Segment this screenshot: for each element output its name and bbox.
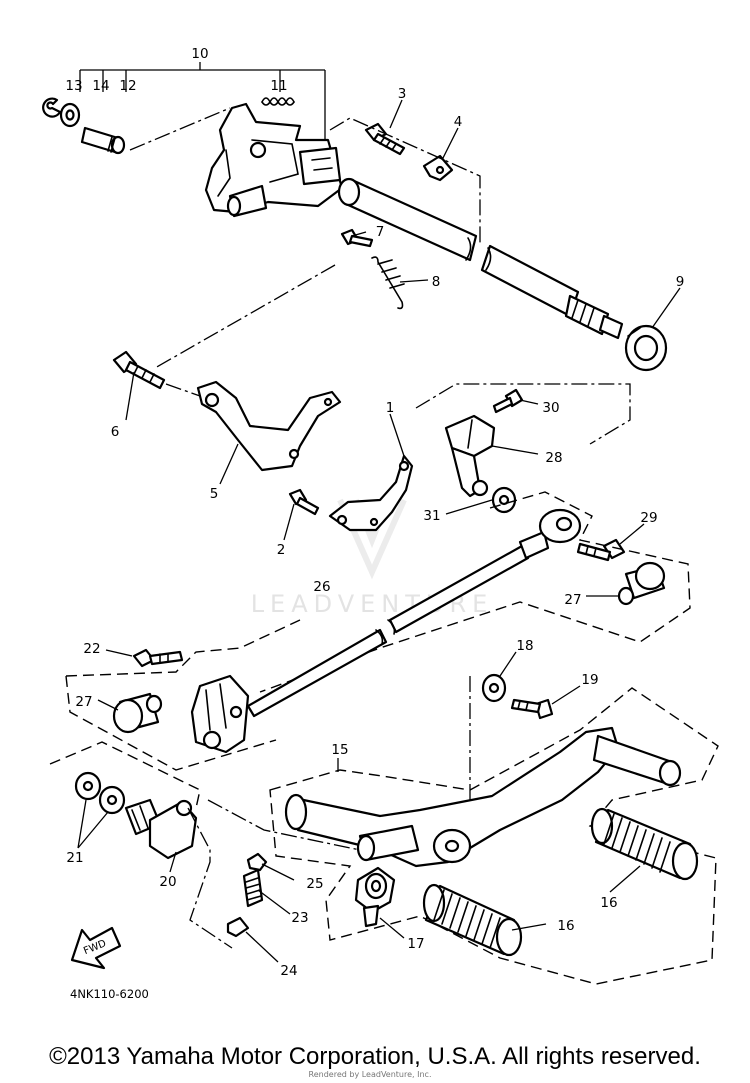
leader-12 bbox=[129, 107, 231, 151]
callout-25: 25 bbox=[306, 876, 323, 892]
callout-29: 29 bbox=[640, 510, 657, 526]
callout-16-right: 16 bbox=[600, 895, 617, 911]
bolt-19 bbox=[510, 698, 554, 720]
adjuster-bolt-23 bbox=[242, 868, 264, 908]
callout-27-right: 27 bbox=[564, 592, 581, 608]
pedal-rubber-16-right bbox=[590, 807, 699, 881]
callout-4: 4 bbox=[454, 114, 463, 130]
bolt-6 bbox=[112, 350, 166, 390]
callout-28: 28 bbox=[545, 450, 562, 466]
rod-end-27-left bbox=[112, 692, 163, 734]
callout-10-bracket bbox=[79, 62, 326, 140]
washer-31 bbox=[491, 486, 517, 514]
callout-9: 9 bbox=[676, 274, 685, 290]
dash-box-26-bottom bbox=[65, 675, 277, 771]
collar-12 bbox=[80, 126, 126, 155]
washer-18 bbox=[481, 673, 507, 703]
bolt-7 bbox=[340, 228, 374, 248]
rod-end-27-right bbox=[617, 561, 666, 606]
callout-2: 2 bbox=[277, 542, 286, 558]
callout-19: 19 bbox=[581, 672, 598, 688]
callout-20: 20 bbox=[159, 874, 176, 890]
callout-6: 6 bbox=[111, 424, 120, 440]
callout-15: 15 bbox=[331, 742, 348, 758]
shift-arm-28 bbox=[444, 414, 496, 498]
nut-25 bbox=[246, 852, 268, 872]
shift-lever-assembly-10 bbox=[204, 102, 344, 218]
callout-17: 17 bbox=[407, 936, 424, 952]
copyright-notice: ©2013 Yamaha Motor Corporation, U.S.A. A… bbox=[49, 1043, 701, 1070]
spring-8 bbox=[371, 256, 405, 310]
callout-18: 18 bbox=[516, 638, 533, 654]
callout-21: 21 bbox=[66, 850, 83, 866]
callout-1: 1 bbox=[386, 400, 395, 416]
callout-8: 8 bbox=[432, 274, 441, 290]
dash-box-26-right bbox=[259, 491, 691, 693]
callout-24: 24 bbox=[280, 963, 297, 979]
bolt-30 bbox=[492, 388, 524, 414]
leader-30-box bbox=[415, 383, 631, 445]
screw-2 bbox=[288, 488, 320, 516]
circlip-13 bbox=[42, 97, 62, 118]
leader-shaft-6 bbox=[154, 264, 336, 369]
linkage-rod-26 bbox=[246, 508, 582, 718]
callout-22: 22 bbox=[83, 641, 100, 657]
callout-16-left: 16 bbox=[557, 918, 574, 934]
shift-arm-20 bbox=[124, 798, 198, 860]
bracket-plate-5 bbox=[196, 380, 342, 472]
callout-11: 11 bbox=[270, 78, 287, 94]
shift-shaft-9 bbox=[337, 177, 624, 340]
washers-21 bbox=[74, 771, 126, 815]
dash-box-26-left bbox=[65, 619, 301, 677]
callout-5: 5 bbox=[210, 486, 219, 502]
dash-box-15 bbox=[269, 687, 719, 985]
cover-plate-1 bbox=[328, 454, 414, 532]
part-code: 4NK110-6200 bbox=[70, 987, 149, 1001]
washer-14 bbox=[59, 102, 81, 128]
spring-11 bbox=[261, 97, 295, 106]
callout-numbers: 10 13 14 12 11 3 4 7 8 9 6 5 1 2 30 28 3… bbox=[65, 46, 684, 979]
callout-23: 23 bbox=[291, 910, 308, 926]
callout-12: 12 bbox=[119, 78, 136, 94]
rendered-by-text: Rendered by LeadVenture, Inc. bbox=[309, 1070, 432, 1079]
callout-31: 31 bbox=[423, 508, 440, 524]
shift-pedal-15 bbox=[284, 726, 682, 868]
bolt-22 bbox=[132, 648, 184, 668]
leader-lines bbox=[77, 99, 681, 963]
pedal-rubber-16-left bbox=[422, 883, 523, 957]
rod-clevis-left bbox=[190, 674, 250, 754]
callout-27-left: 27 bbox=[75, 694, 92, 710]
fwd-arrow-icon: FWD bbox=[70, 926, 122, 970]
clip-4-hole bbox=[435, 165, 445, 175]
callout-14: 14 bbox=[92, 78, 109, 94]
callout-26: 26 bbox=[313, 579, 330, 595]
leader-20-to-15 bbox=[207, 799, 361, 851]
oil-seal-9 bbox=[624, 324, 668, 372]
bolt-29 bbox=[576, 538, 626, 562]
clevis-17 bbox=[354, 866, 396, 928]
callout-13: 13 bbox=[65, 78, 82, 94]
callout-3: 3 bbox=[398, 86, 407, 102]
nut-24 bbox=[226, 916, 250, 938]
callout-30: 30 bbox=[542, 400, 559, 416]
leader-20 bbox=[187, 807, 233, 949]
dash-box-20 bbox=[49, 741, 201, 809]
callout-7: 7 bbox=[376, 224, 385, 240]
callout-10: 10 bbox=[191, 46, 208, 62]
leader-6 bbox=[165, 383, 201, 397]
leader-shaft-box bbox=[329, 117, 481, 246]
